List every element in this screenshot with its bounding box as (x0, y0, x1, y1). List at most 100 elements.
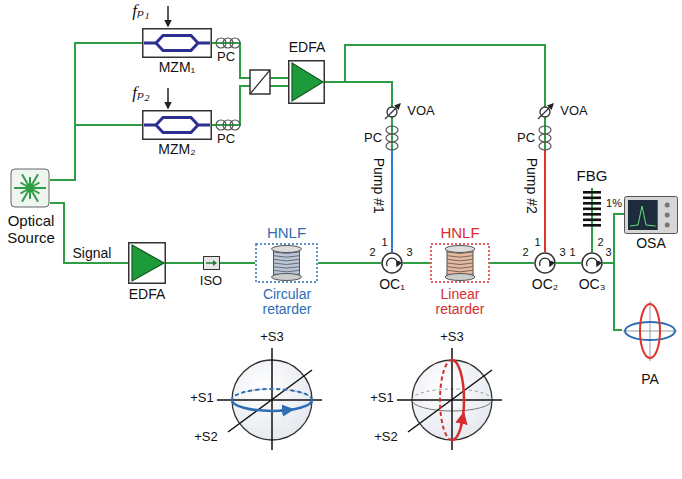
pump-label: Pump #1 (370, 151, 385, 221)
signal-label: Signal (68, 246, 116, 261)
fiber-link (603, 214, 624, 263)
circulator: OC₁123 (366, 236, 416, 293)
amplifier-shape (128, 242, 166, 284)
modulator-box: MZM₂ (140, 110, 216, 160)
part-label: OC₂ (525, 277, 565, 292)
circulator: OC₃ 1 23 (566, 236, 616, 293)
attenuator-symbol (385, 104, 553, 119)
polarization-controller (386, 126, 398, 134)
port-number: 1 (568, 246, 577, 258)
controller-label: PC (214, 132, 238, 146)
controller-label: PC (514, 131, 538, 145)
rf-drive-arrow (167, 6, 169, 26)
circulator-shape (381, 252, 403, 274)
part-label: OC₃ (572, 277, 612, 292)
part-label: HNLF (250, 225, 323, 242)
modulator-box: MZM₁ (140, 28, 216, 78)
modulator-box-shape (142, 28, 212, 58)
fiber-spool-shape (430, 243, 490, 283)
fiber-link (490, 262, 534, 264)
polarization-combiner (250, 70, 270, 94)
fiber-spool: HNLF Linear retarder (420, 224, 500, 336)
circulator: OC₂ 12 3 (519, 236, 569, 293)
pump-label: Pump #2 (523, 151, 538, 221)
spectrum-analyzer: OSA (624, 196, 680, 254)
stokes-axis: +S3 (256, 330, 288, 344)
bloch-sphere (408, 370, 492, 432)
stokes-axis: +S2 (370, 430, 402, 444)
port-number: 2 (521, 246, 530, 258)
polarization-controller (539, 142, 551, 150)
polarization-combiner (250, 70, 270, 94)
port-number: Circular retarder (247, 287, 327, 318)
circulator-shape (581, 252, 603, 274)
part-label: EDFA (283, 40, 331, 55)
fiber-link (591, 228, 593, 252)
part-label: ISO (196, 274, 226, 288)
stokes-axis: +S1 (366, 391, 398, 405)
bloch-sphere (280, 410, 292, 411)
isolator: ISO (196, 256, 226, 296)
polarization-analyzer-shape (622, 300, 678, 370)
pump-frequency: fₚ₁ (124, 2, 158, 21)
port-number: 2 (596, 236, 605, 248)
polarization-controller (230, 38, 240, 48)
bloch-sphere (397, 348, 502, 450)
fiber-link (50, 125, 142, 180)
controller-label: PC (361, 131, 385, 145)
bragg-grating-shape (582, 188, 602, 228)
stokes-axis: +S3 (436, 330, 468, 344)
fiber-link (603, 263, 622, 330)
bloch-sphere (452, 360, 464, 440)
polarization-controller (216, 38, 551, 150)
attenuator-label: VOA (404, 104, 438, 118)
attenuator-symbol (538, 104, 553, 119)
fiber-link (556, 262, 581, 264)
fiber-link (318, 262, 381, 264)
rf-drive-arrow (167, 88, 169, 108)
port-number: 1 (380, 236, 389, 248)
part-label: EDFA (124, 287, 170, 302)
attenuator-label: VOA (557, 104, 591, 118)
amplifier: EDFA (283, 40, 331, 106)
isolator-shape (203, 256, 220, 270)
port-number: Linear retarder (422, 287, 498, 318)
optical-source: Optical Source (2, 168, 62, 248)
fiber-link (220, 262, 255, 264)
stokes-axis: +S1 (186, 391, 218, 405)
fiber-link (325, 45, 545, 252)
port-number: 3 (558, 246, 567, 258)
port-number: 3 (604, 246, 613, 258)
bloch-sphere (232, 389, 312, 400)
fiber-link (403, 262, 430, 264)
polarization-controller (539, 126, 551, 134)
part-label: FBG (572, 168, 612, 185)
controller-label: PC (214, 50, 238, 64)
part-label: HNLF (425, 225, 495, 242)
amplifier-shape (288, 60, 325, 104)
fiber-link (325, 82, 392, 252)
part-label: Optical Source (2, 213, 60, 246)
part-label: MZM₁ (142, 60, 212, 75)
bloch-sphere (232, 400, 312, 411)
attenuator-symbol (385, 104, 400, 119)
fiber-link (50, 203, 128, 263)
fiber-spool-shape (255, 243, 318, 283)
bragg-grating: FBG (572, 168, 612, 230)
port-number: 3 (405, 246, 414, 258)
fiber-link (50, 43, 142, 180)
polarization-combiner (250, 70, 270, 94)
amplifier: EDFA (124, 242, 172, 312)
part-label: OSA (624, 236, 678, 251)
part-label: PA (622, 372, 678, 387)
polarization-analyzer: PA (620, 300, 680, 390)
port-number: 1 (533, 236, 542, 248)
stokes-axis: +S2 (190, 430, 222, 444)
polarization-controller (230, 120, 240, 130)
modulator-box-shape (142, 110, 212, 140)
fiber-link (166, 262, 203, 264)
bloch-sphere (228, 370, 312, 432)
spectrum-analyzer-shape (624, 196, 678, 234)
